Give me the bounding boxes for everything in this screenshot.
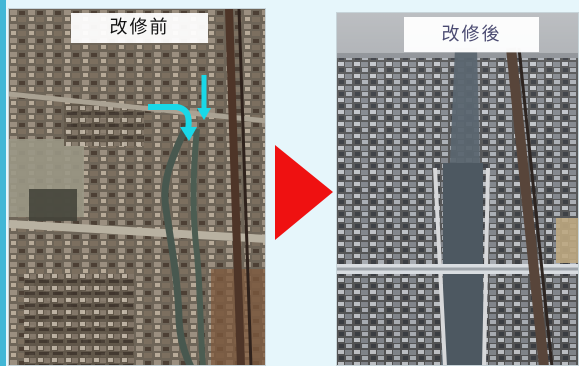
before-dark-plot [29,189,77,221]
left-accent-bar [0,0,6,366]
after-aerial-photo: 改修後 [336,12,579,366]
before-main-road [9,220,265,243]
before-aerial-photo: 改修前 [8,8,266,366]
cyan-arrow-down-head [197,108,211,120]
after-title-label: 改修後 [404,17,539,52]
before-upper-road [9,91,265,124]
red-right-arrow-icon [275,145,333,240]
after-railway-track [517,47,554,365]
before-lower-city [24,274,134,365]
before-aerial-illustration [9,9,265,365]
before-title-label: 改修前 [71,13,208,43]
after-railway [506,47,549,365]
before-river [161,125,194,365]
before-railway [225,9,245,365]
before-building-cluster [64,104,144,146]
before-canal [190,128,206,365]
cyan-arrow-right-bend [148,104,192,131]
cyan-arrow-right-bend-head [180,127,197,141]
after-right-plot [556,218,578,263]
before-railway-track [237,9,253,365]
after-aerial-illustration [337,13,578,365]
